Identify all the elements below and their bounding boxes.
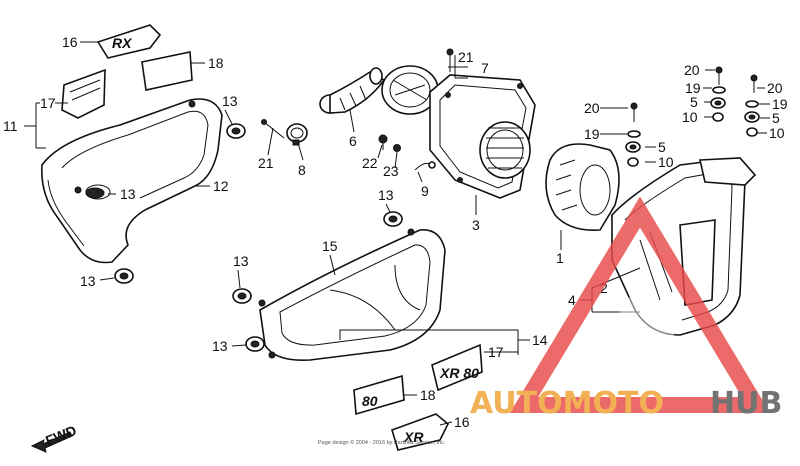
label-6: 6: [349, 133, 357, 149]
label-8: 8: [298, 162, 306, 178]
label-18-b: 18: [420, 387, 436, 403]
left-side-cover: [41, 98, 223, 264]
label-2: 2: [600, 280, 608, 296]
bolt-21-left: [261, 119, 285, 139]
label-5-b: 5: [690, 94, 698, 110]
label-14: 14: [532, 332, 548, 348]
label-22: 22: [362, 155, 378, 171]
tube-9: [414, 161, 436, 171]
right-side-cover-14: [258, 228, 446, 362]
grommet-5-b: [744, 111, 760, 123]
copyright-note: Page design © 2004 - 2016 by Partzilla S…: [318, 439, 446, 446]
xr-decal-text: XR: [403, 429, 424, 445]
label-18: 18: [208, 55, 224, 71]
decal-16-xr: XR: [391, 413, 449, 451]
label-5-c: 5: [772, 110, 780, 126]
grommet-5-a: [710, 97, 726, 109]
air-filter-element-1: [545, 143, 620, 232]
rx-decal-text: RX: [112, 35, 133, 51]
label-4: 4: [568, 292, 576, 308]
label-10-c: 10: [769, 125, 785, 141]
automotohub-watermark: AUTOMOTO HUB: [470, 196, 782, 421]
grommet-13-mid: [232, 288, 252, 304]
fwd-arrow: FWD: [30, 422, 79, 453]
screw-22: [378, 134, 388, 150]
label-17-b: 17: [488, 344, 504, 360]
decal-17-left: [61, 68, 106, 119]
grommet-13-lower: [245, 336, 265, 352]
washer-23: [393, 144, 401, 152]
label-13-d: 13: [233, 253, 249, 269]
intake-tube-6: [319, 67, 386, 114]
grommet-13-upper: [226, 123, 246, 139]
air-cleaner-case-7: [381, 65, 439, 115]
grommet-13-lower-left: [114, 268, 134, 284]
decal-18-upper: [141, 51, 193, 91]
label-20-a: 20: [584, 100, 600, 116]
label-19-a: 19: [584, 126, 600, 142]
watermark-triangle-icon: [509, 196, 771, 413]
collar-10-b: [746, 127, 758, 137]
watermark-word-hub: HUB: [710, 386, 782, 421]
decal-18-80: 80: [353, 374, 405, 416]
grommet-5-c: [625, 141, 641, 153]
label-21-a: 21: [258, 155, 274, 171]
label-17: 17: [40, 95, 56, 111]
decal-16-rx: RX: [96, 24, 162, 59]
label-19-b: 19: [685, 80, 701, 96]
label-9: 9: [421, 183, 429, 199]
label-10-a: 10: [658, 154, 674, 170]
label-13-f: 13: [378, 187, 394, 203]
bolt-21-top: [446, 48, 454, 72]
label-3: 3: [472, 217, 480, 233]
label-15: 15: [322, 238, 338, 254]
eighty-decal-text: 80: [362, 393, 378, 409]
leader-lines: [24, 41, 770, 426]
label-23: 23: [383, 163, 399, 179]
grommet-13-center: [383, 211, 403, 227]
label-5-a: 5: [658, 139, 666, 155]
label-11: 11: [3, 118, 18, 134]
label-7: 7: [481, 60, 489, 76]
label-13-e: 13: [212, 338, 228, 354]
bolt-20-a: [715, 66, 723, 85]
label-16: 16: [62, 34, 78, 50]
washer-19-b: [745, 100, 759, 108]
collar-10-a: [712, 112, 724, 122]
label-19-c: 19: [772, 96, 788, 112]
washer-19-a: [712, 86, 726, 94]
watermark-word-automoto: AUTOMOTO: [470, 386, 664, 421]
clamp-8: [286, 123, 308, 146]
label-20-c: 20: [767, 80, 783, 96]
part-number-labels: 16 18 17 11 13 13 13 12 21 8 6 21 7 22 2…: [3, 34, 788, 430]
label-12: 12: [213, 178, 229, 194]
collar-10-c: [627, 157, 639, 167]
label-20-b: 20: [684, 62, 700, 78]
label-13-b: 13: [120, 186, 136, 202]
label-16-b: 16: [454, 414, 470, 430]
label-10-b: 10: [682, 109, 698, 125]
fwd-label: FWD: [43, 422, 79, 449]
washer-19-c: [627, 130, 641, 138]
bolt-20-c: [630, 102, 638, 122]
label-13-a: 13: [222, 93, 238, 109]
bolt-20-b: [750, 74, 758, 93]
label-21-b: 21: [458, 49, 474, 65]
decal-17-xr80: XR 80: [431, 343, 483, 392]
element-holder-3: [429, 74, 536, 199]
xr80-decal-text: XR 80: [439, 365, 479, 381]
label-13-c: 13: [80, 273, 96, 289]
label-1: 1: [556, 250, 564, 266]
